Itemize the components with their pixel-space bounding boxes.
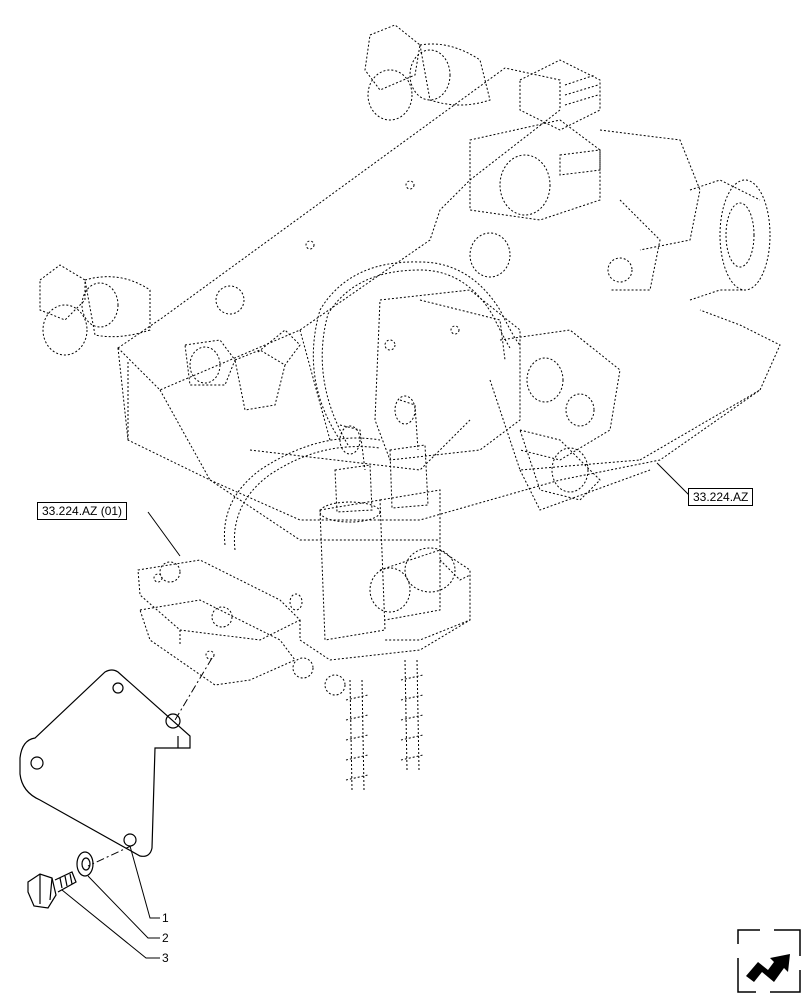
- assembly-center-line: [174, 657, 213, 721]
- reference-link-right[interactable]: 33.224.AZ: [688, 488, 754, 506]
- wheel-left: [39, 264, 151, 356]
- washer-part-2: [76, 851, 94, 877]
- callout-2: 2: [162, 931, 169, 945]
- next-page-arrow-icon[interactable]: [736, 928, 802, 994]
- frame-assembly: [117, 67, 781, 541]
- left-fittings: [184, 329, 301, 411]
- bolt-part-3: [27, 871, 77, 909]
- upper-cylinder: [469, 59, 701, 291]
- leader-lines: [61, 462, 691, 959]
- lower-valve: [289, 395, 471, 791]
- hose-loop: [223, 261, 521, 551]
- reference-link-left[interactable]: 33.224.AZ (01): [37, 502, 128, 520]
- mounting-plates: [137, 559, 301, 686]
- valve-block: [374, 289, 621, 501]
- wheel-right: [689, 179, 771, 301]
- callout-1: 1: [162, 911, 169, 925]
- wheel-top: [364, 24, 491, 121]
- bracket-part-1: [19, 669, 191, 857]
- callout-3: 3: [162, 951, 169, 965]
